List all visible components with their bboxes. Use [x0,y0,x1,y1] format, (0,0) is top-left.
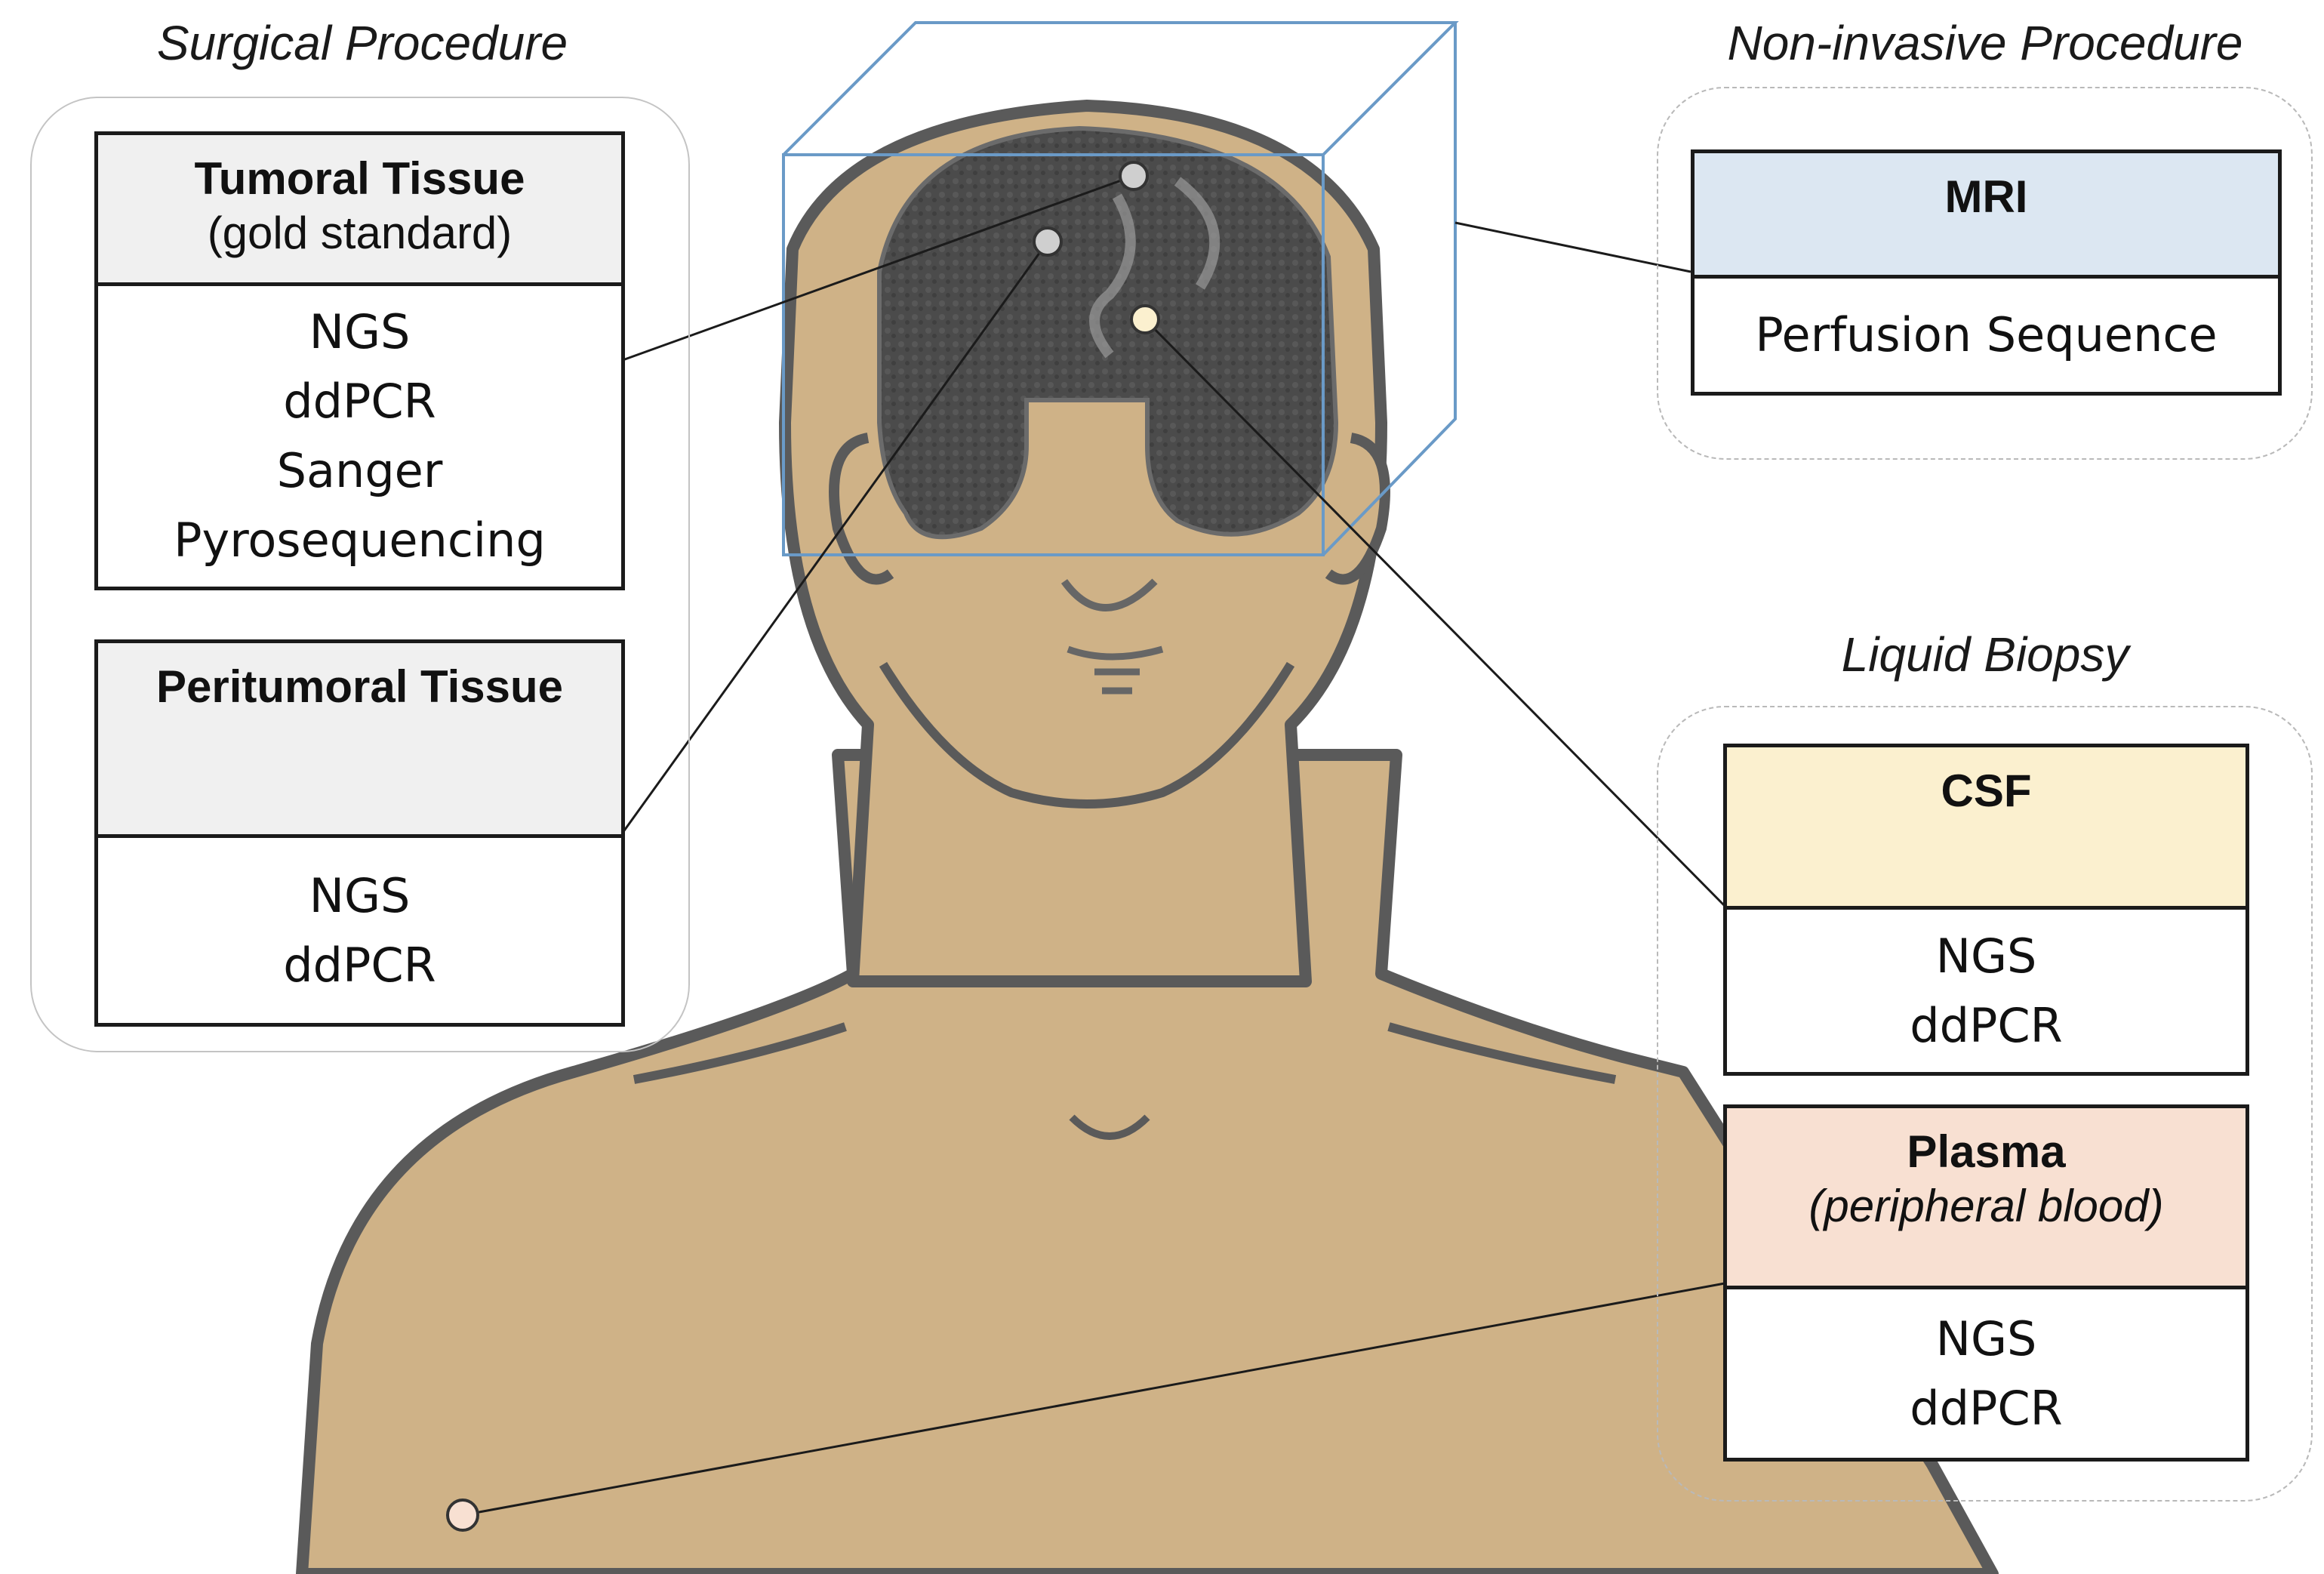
peritumoral-tissue-title: Peritumoral Tissue [155,661,564,712]
brain-slice [877,125,1339,540]
mri-title: MRI [1944,171,2028,222]
tumoral-tissue-subtitle: (gold standard) [207,208,513,258]
left-collarbone [633,1022,847,1084]
mri-header: MRI [1695,153,2278,279]
surgical-procedure-title: Surgical Procedure [156,16,568,70]
sternal-notch [1069,1114,1150,1140]
mouth-mark [1067,645,1164,695]
peritumoral-tissue-header: Peritumoral Tissue [98,643,621,838]
method-item: NGS [309,867,411,923]
csf-title: CSF [1941,765,2032,816]
plasma-methods: NGS ddPCR [1727,1289,2246,1458]
liquid-biopsy-group [1657,706,2313,1502]
csf-methods: NGS ddPCR [1727,910,2246,1072]
method-item: ddPCR [283,374,436,429]
right-collarbone [1387,1022,1617,1084]
tumoral-tissue-header: Tumoral Tissue (gold standard) [98,135,621,286]
peritumoral-tissue-methods: NGS ddPCR [98,838,621,1023]
tumoral-tissue-title: Tumoral Tissue [194,153,525,204]
plasma-sample-dot [446,1499,479,1532]
tumoral-tissue-card: Tumoral Tissue (gold standard) NGS ddPCR… [94,131,625,590]
csf-header: CSF [1727,747,2246,910]
mri-methods: Perfusion Sequence [1695,279,2278,392]
plasma-header: Plasma (peripheral blood) [1727,1108,2246,1289]
method-item: Perfusion Sequence [1755,307,2218,362]
tumoral-sample-dot [1119,161,1149,191]
mri-card: MRI Perfusion Sequence [1691,149,2282,396]
noninvasive-procedure-group [1657,87,2313,460]
csf-sample-dot [1130,304,1160,334]
mri-volume-box [782,21,1459,556]
nose-mark [1060,578,1158,611]
brain-lesion [1089,177,1220,359]
method-item: NGS [309,304,411,359]
method-item: NGS [1935,928,2037,984]
connector-lines [462,174,1726,1517]
method-item: ddPCR [1910,1380,2063,1436]
plasma-subtitle: (peripheral blood) [1808,1181,2164,1231]
method-item: NGS [1935,1311,2037,1366]
method-item: ddPCR [1910,997,2063,1053]
left-ear [829,433,894,585]
right-ear [1325,433,1390,585]
noninvasive-procedure-title: Non-invasive Procedure [1727,16,2243,70]
csf-card: CSF NGS ddPCR [1723,744,2249,1076]
plasma-title: Plasma [1907,1126,2066,1177]
plasma-card: Plasma (peripheral blood) NGS ddPCR [1723,1104,2249,1462]
torso-shape [296,749,1999,1574]
peritumoral-tissue-card: Peritumoral Tissue NGS ddPCR [94,639,625,1027]
peritumoral-sample-dot [1033,226,1063,257]
liquid-biopsy-title: Liquid Biopsy [1841,627,2129,682]
tumoral-tissue-methods: NGS ddPCR Sanger Pyrosequencing [98,286,621,587]
method-item: ddPCR [283,937,436,993]
method-item: Pyrosequencing [174,513,546,568]
surgical-procedure-group [30,97,690,1052]
method-item: Sanger [276,443,443,498]
jaw-line [879,661,1295,809]
